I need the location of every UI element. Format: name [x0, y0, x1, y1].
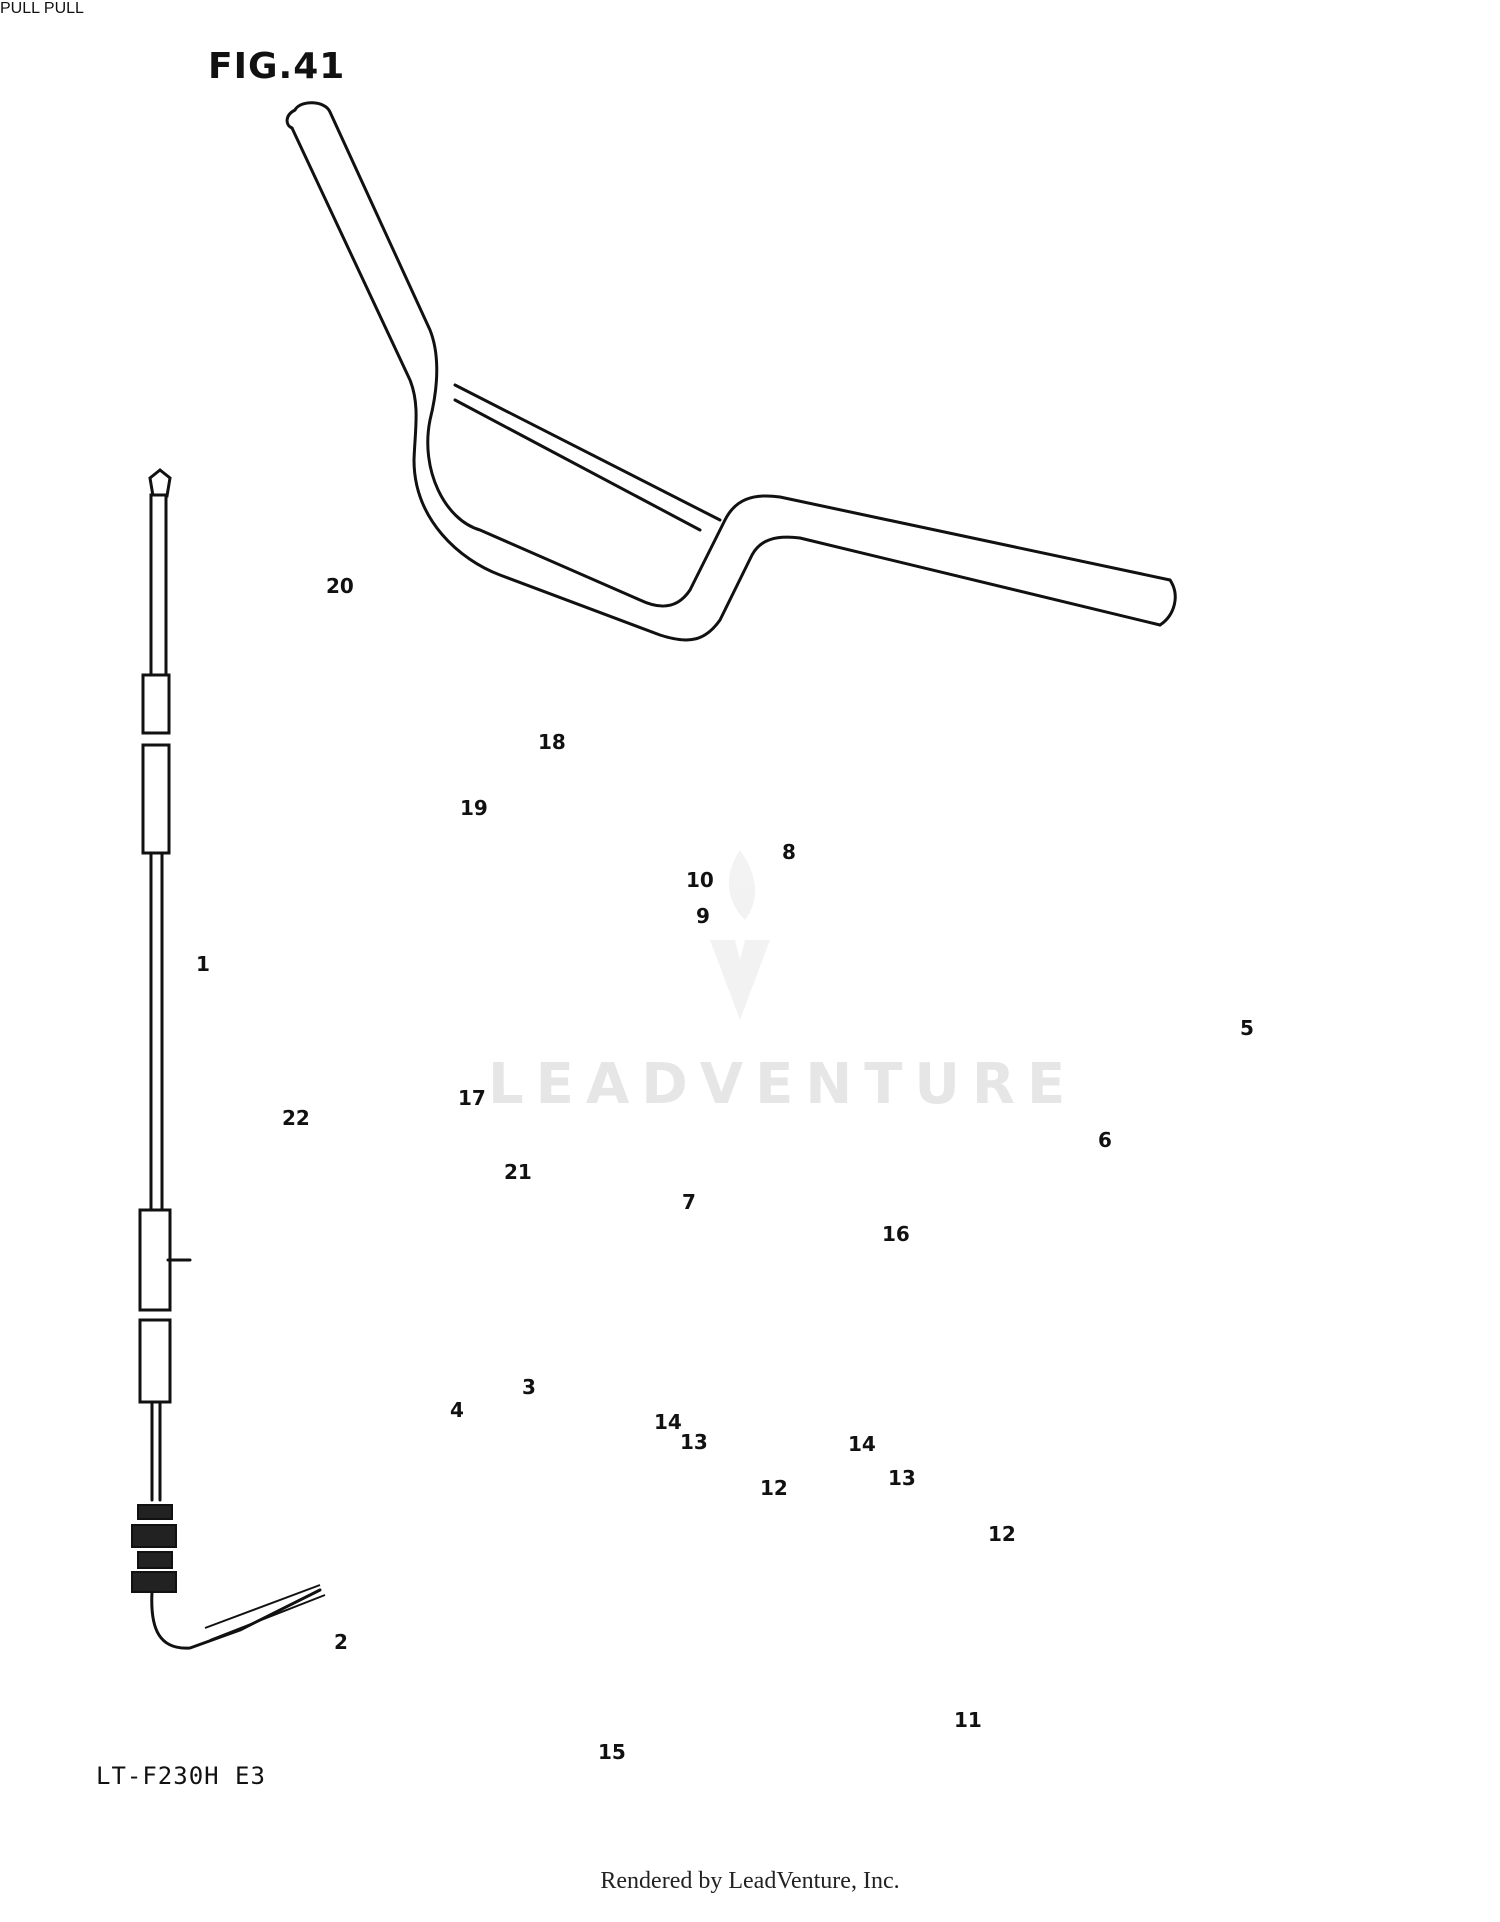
cable-1: [131, 468, 326, 1650]
callout-2: 2: [334, 1630, 348, 1654]
handlebar: [285, 101, 1177, 642]
callout-21: 21: [504, 1160, 532, 1184]
figure-title: FIG.41: [208, 46, 346, 87]
callout-11: 11: [954, 1708, 982, 1732]
callout-15: 15: [598, 1740, 626, 1764]
knob-label-right: PULL: [43, 0, 84, 17]
callout-10: 10: [686, 868, 714, 892]
callout-22: 22: [282, 1106, 310, 1130]
callout-19: 19: [460, 796, 488, 820]
callout-7: 7: [682, 1190, 696, 1214]
footer-credit: Rendered by LeadVenture, Inc.: [600, 1868, 900, 1894]
callout-12-right: 12: [988, 1522, 1016, 1546]
knob-label-left: PULL: [0, 0, 40, 17]
callout-20: 20: [326, 574, 354, 598]
watermark-logo: [710, 850, 770, 1020]
callout-18: 18: [538, 730, 566, 754]
callout-16: 16: [882, 1222, 910, 1246]
callout-13-right: 13: [888, 1466, 916, 1490]
callout-12-left: 12: [760, 1476, 788, 1500]
callout-8: 8: [782, 840, 796, 864]
callout-1: 1: [196, 952, 210, 976]
cable-7: PULL: [44, 0, 84, 17]
watermark-text: LEADVENTURE: [488, 1052, 1078, 1117]
callout-9: 9: [696, 904, 710, 928]
cable-17: PULL: [0, 0, 44, 17]
callout-3: 3: [522, 1375, 536, 1399]
fwd-arrow-label: FWD: [150, 1690, 182, 1704]
callout-17: 17: [458, 1086, 486, 1110]
callout-13-left: 13: [680, 1430, 708, 1454]
callout-14-right: 14: [848, 1432, 876, 1456]
callout-5: 5: [1240, 1016, 1254, 1040]
model-code: LT-F230H E3: [96, 1762, 266, 1790]
callout-6: 6: [1098, 1128, 1112, 1152]
callout-4: 4: [450, 1398, 464, 1422]
callout-14-left: 14: [654, 1410, 682, 1434]
